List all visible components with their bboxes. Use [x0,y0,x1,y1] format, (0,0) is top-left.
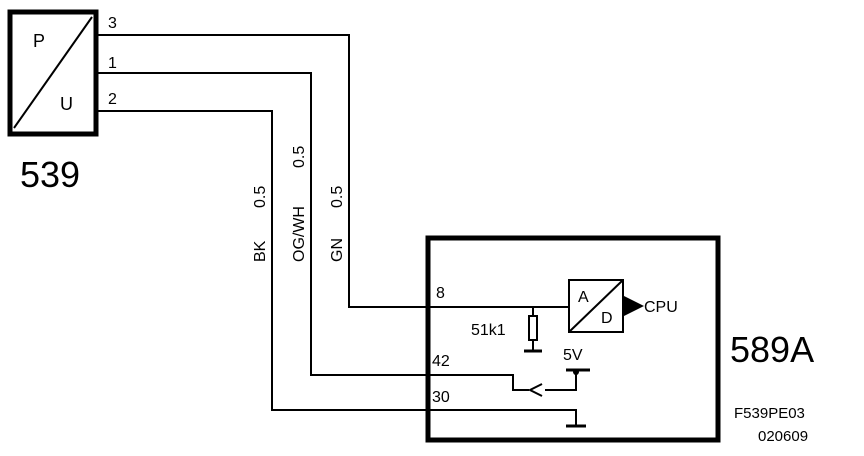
resistor-value: 51k1 [471,322,506,339]
module-589a: 589A 8 42 30 51k1 A D CPU 5V [425,235,814,443]
supply-wire [545,372,577,391]
wire-label-ogwh-color: OG/WH [291,206,308,262]
wire-label-gn-color: GN [329,238,346,262]
module-box [425,235,721,443]
switch-chevron [527,383,543,397]
ground-wire [428,409,577,425]
sensor-id: 539 [20,154,80,195]
module-id: 589A [730,329,814,370]
adc-diagonal [568,279,624,333]
wire-label-gn-size: 0.5 [329,186,346,208]
wire-label-bk-color: BK [252,240,269,262]
sensor-label-p: P [33,31,45,51]
resistor-body [528,315,538,341]
ref-wire [428,374,529,391]
wire-gn [96,34,428,308]
module-pin-8: 8 [436,285,445,302]
adc-output-label: CPU [644,299,678,316]
wire-label-ogwh-size: 0.5 [291,146,308,168]
wire-label-bk-size: 0.5 [252,186,269,208]
figure-code-2: 020609 [758,428,808,445]
adc-label-d: D [601,310,613,327]
sensor-label-u: U [60,94,73,114]
wire-og-wh [96,72,428,376]
wire-bk [96,110,428,411]
sensor-diagonal [13,16,93,129]
sensor-539: P U 539 3 1 2 [7,9,117,195]
sensor-pin-1: 1 [108,55,117,72]
module-pin-42: 42 [432,353,450,370]
figure-code-1: F539PE03 [734,405,805,422]
module-pin-30: 30 [432,389,450,406]
supply-label: 5V [563,347,583,364]
sensor-pin-2: 2 [108,91,117,108]
sensor-pin-3: 3 [108,15,117,32]
adc-label-a: A [578,289,589,306]
